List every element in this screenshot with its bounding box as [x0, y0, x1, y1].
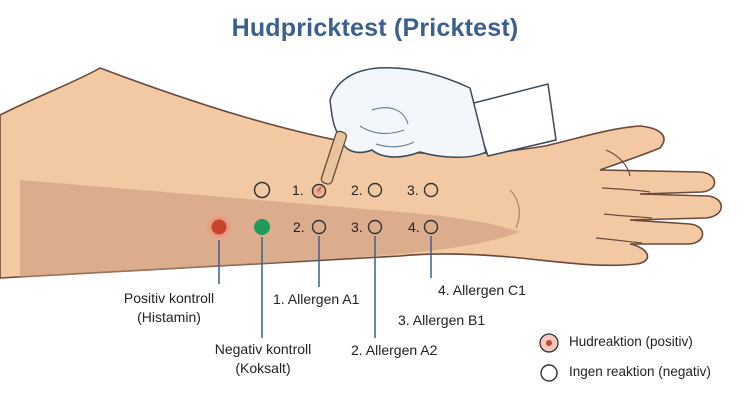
- allergen-2-label: 2. Allergen A2: [351, 342, 438, 358]
- spot-allergen-4: [423, 219, 439, 235]
- spot-row1-2: [367, 182, 383, 198]
- negative-control-label: Negativ kontroll (Koksalt): [214, 341, 312, 376]
- allergen-4-label: 4. Allergen C1: [438, 282, 526, 298]
- legend-negative-marker: [540, 364, 558, 382]
- spot-allergen-1: [311, 183, 327, 199]
- legend-markers: [539, 333, 559, 382]
- spot-row1-3: [423, 182, 439, 198]
- grid-number: 2.: [351, 182, 363, 198]
- arm-shadow: [20, 180, 520, 278]
- grid-number: 3.: [407, 182, 419, 198]
- grid-number: 2.: [293, 219, 305, 235]
- test-spots: [202, 181, 439, 244]
- glove: [329, 66, 487, 159]
- spot-row2-1: [311, 219, 327, 235]
- grid-number: 1.: [292, 182, 304, 198]
- legend-positive-label: Hudreaktion (positiv): [569, 334, 693, 349]
- lancet: [320, 130, 348, 185]
- positive-control-label: Positiv kontroll (Histamin): [123, 290, 215, 325]
- allergen-1-label: 1. Allergen A1: [273, 291, 360, 307]
- allergen-3-label: 3. Allergen B1: [398, 312, 486, 328]
- positive-control-spot: [211, 219, 227, 235]
- grid-number: 4.: [408, 219, 420, 235]
- spot-allergen-2: [367, 219, 383, 235]
- page-title: Hudpricktest (Pricktest): [231, 14, 519, 42]
- empty-spot: [253, 181, 271, 199]
- gloved-hand-with-lancet: [317, 66, 557, 192]
- leader-lines: [218, 236, 432, 338]
- negative-control-spot: [254, 219, 270, 235]
- legend-negative-label: Ingen reaktion (negativ): [569, 364, 711, 379]
- forearm: [0, 67, 723, 279]
- grid-number: 3.: [351, 219, 363, 235]
